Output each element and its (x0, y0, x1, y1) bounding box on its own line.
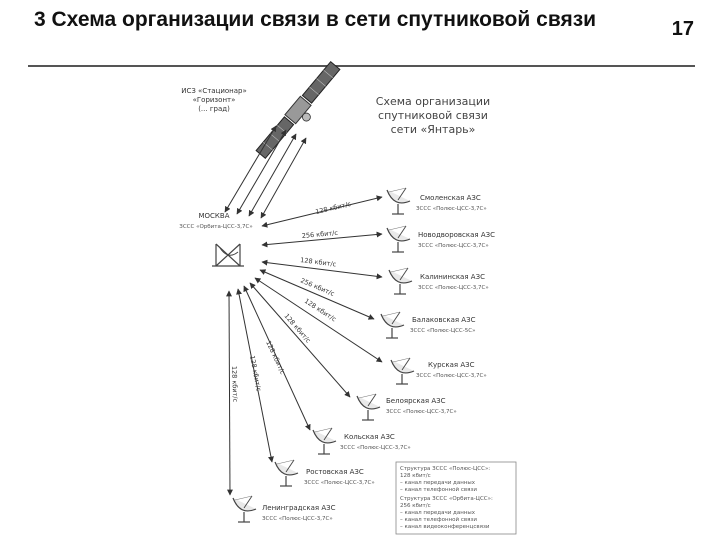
hub-sub: ЗССС «Орбита-ЦСС-3,7С» (179, 224, 252, 230)
station-name: Курская АЗС (428, 361, 475, 369)
legend-box: Структура ЗССС «Полюс-ЦСС»: 128 кбит/с –… (395, 461, 517, 535)
dish-antenna-icon (380, 311, 405, 339)
rate-label-1: 128 кбит/с (315, 200, 352, 216)
hub-antenna-icon (212, 243, 244, 267)
station-balakovo: Балаковская АЗС ЗССС «Полюс-ЦСС-5С» (380, 311, 476, 339)
satellite-label-2: «Горизонт» (193, 96, 236, 104)
dish-antenna-icon (386, 225, 411, 253)
satellite-label-3: (... град) (198, 105, 230, 113)
legend-line: – канал передачи данных (400, 480, 476, 486)
rate-label-3: 128 кбит/с (300, 256, 337, 268)
diagram-heading-1: Схема организации (376, 95, 490, 108)
station-sub: ЗССС «Полюс-ЦСС-3,7С» (416, 373, 487, 379)
station-novovoronezh: Новодворовская АЗС ЗССС «Полюс-ЦСС-3,7С» (386, 225, 495, 253)
station-smolensk: Смоленская АЗС ЗССС «Полюс-ЦСС-3,7С» (386, 187, 487, 215)
diagram-heading-2: спутниковой связи (378, 109, 488, 122)
title-divider (28, 65, 695, 67)
station-sub: ЗССС «Полюс-ЦСС-3,7С» (386, 409, 457, 415)
station-name: Кольская АЗС (344, 433, 395, 441)
legend-line: 128 кбит/с (400, 473, 431, 479)
dish-antenna-icon (274, 459, 299, 487)
legend-line: Структура ЗССС «Орбита-ЦСС»: (400, 496, 493, 502)
legend-line: – канал телефонной связи (400, 516, 477, 523)
dish-antenna-icon (386, 187, 411, 215)
station-name: Новодворовская АЗС (418, 231, 495, 239)
dish-antenna-icon (312, 427, 337, 455)
station-name: Ростовская АЗС (306, 468, 364, 476)
station-sub: ЗССС «Полюс-ЦСС-3,7С» (304, 480, 375, 486)
station-rostov: Ростовская АЗС ЗССС «Полюс-ЦСС-3,7С» (274, 459, 375, 487)
hub-moscow: МОСКВА ЗССС «Орбита-ЦСС-3,7С» (179, 212, 253, 267)
station-name: Балаковская АЗС (412, 316, 476, 324)
legend-line: 256 кбит/с (400, 503, 431, 509)
diagram-heading-3: сети «Янтарь» (391, 123, 476, 136)
rate-label-9: 128 кбит/с (230, 366, 239, 403)
station-name: Смоленская АЗС (420, 194, 481, 202)
dish-antenna-icon (390, 357, 415, 385)
rate-label-8: 128 кбит/с (248, 355, 263, 392)
dish-antenna-icon (232, 495, 257, 523)
legend-line: Структура ЗССС «Полюс-ЦСС»: (400, 466, 490, 472)
slide-number: 17 (671, 18, 694, 40)
station-beloyarsk: Белоярская АЗС ЗССС «Полюс-ЦСС-3,7С» (356, 393, 457, 421)
station-links (226, 195, 383, 496)
station-name: Белоярская АЗС (386, 397, 446, 405)
station-sub: ЗССС «Полюс-ЦСС-3,7С» (418, 243, 489, 249)
legend-line: – канал передачи данных (400, 510, 476, 516)
rate-label-2: 256 кбит/с (301, 229, 338, 240)
station-name: Ленинградская АЗС (262, 504, 336, 512)
station-sub: ЗССС «Полюс-ЦСС-3,7С» (262, 516, 333, 522)
rate-label-7: 128 кбит/с (264, 339, 287, 376)
legend-line: – канал видеоконференцсвязи (400, 524, 490, 530)
slide-title: 3 Схема организации связи в сети спутник… (34, 8, 597, 31)
satellite-label-1: ИСЗ «Стационар» (181, 87, 247, 95)
station-sub: ЗССС «Полюс-ЦСС-5С» (410, 328, 475, 334)
station-name: Калининская АЗС (420, 273, 485, 281)
station-sub: ЗССС «Полюс-ЦСС-3,7С» (340, 445, 411, 451)
satellite-icon (255, 61, 341, 159)
hub-name: МОСКВА (199, 212, 230, 220)
station-leningrad: Ленинградская АЗС ЗССС «Полюс-ЦСС-3,7С» (232, 495, 336, 523)
legend-line: – канал телефонной связи (400, 486, 477, 493)
rate-label-6: 128 кбит/с (282, 312, 312, 345)
station-sub: ЗССС «Полюс-ЦСС-3,7С» (418, 285, 489, 291)
station-kursk: Курская АЗС ЗССС «Полюс-ЦСС-3,7С» (390, 357, 487, 385)
station-sub: ЗССС «Полюс-ЦСС-3,7С» (416, 206, 487, 212)
station-kalinin: Калининская АЗС ЗССС «Полюс-ЦСС-3,7С» (388, 267, 489, 295)
dish-antenna-icon (356, 393, 381, 421)
dish-antenna-icon (388, 267, 413, 295)
station-kola: Кольская АЗС ЗССС «Полюс-ЦСС-3,7С» (312, 427, 411, 455)
